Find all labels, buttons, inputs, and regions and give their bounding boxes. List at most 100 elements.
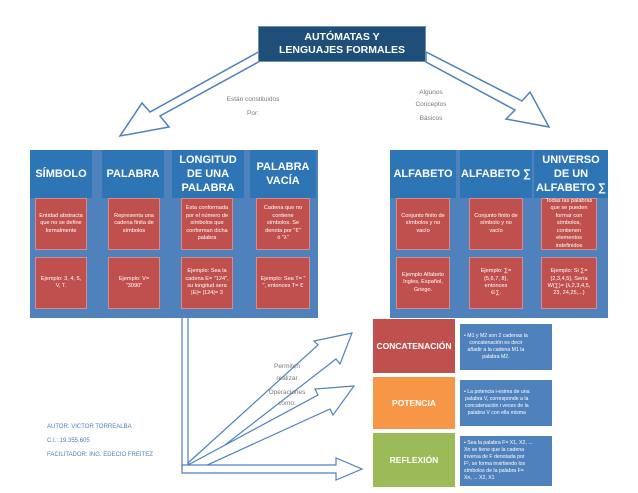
def-line: indefinidos bbox=[555, 242, 583, 249]
example-line: 23, 24,25,...} bbox=[553, 290, 585, 297]
example-line: cadena E= "124", bbox=[185, 275, 229, 282]
example-line: Ejemplo Alfabeto bbox=[402, 271, 444, 278]
def-line: Representa una bbox=[114, 212, 154, 219]
operation-label: CONCATENACIÓN bbox=[376, 341, 452, 351]
example-line: W(∑)= {λ,2,3,4,5, bbox=[547, 283, 591, 289]
note-left: Están constituidos Por: bbox=[223, 95, 283, 119]
note-middle-line: realizar bbox=[276, 375, 298, 382]
note-right-line: Algunos bbox=[419, 89, 443, 96]
def-line: formar con bbox=[555, 212, 583, 219]
def-line: Conjunto finito de bbox=[401, 212, 445, 219]
main-title: AUTÓMATAS Y LENGUAJES FORMALES bbox=[258, 26, 426, 62]
header-line: PALABRA bbox=[256, 161, 310, 173]
note-right-line: Conceptos bbox=[415, 101, 447, 108]
example-line: {2,3,4,5}, Sería bbox=[550, 275, 588, 282]
example-line: {5,6,7, 8}, entonces bbox=[484, 275, 508, 289]
example-line: V, T. bbox=[55, 283, 67, 289]
def-line: palabra bbox=[197, 235, 217, 242]
author-name: AUTOR: VICTOR TORREALBA bbox=[47, 424, 132, 430]
header-line: ALFABETO ∑ bbox=[536, 182, 606, 194]
header-line: SÍMBOLO bbox=[35, 168, 87, 180]
header-line: LONGITUD bbox=[179, 154, 237, 166]
def-line: elementos bbox=[556, 235, 582, 242]
header-alfabeto-sigma: ALFABETO ∑ bbox=[460, 150, 532, 198]
header-alfabeto: ALFABETO bbox=[390, 150, 456, 198]
example-alfabeto: Ejemplo Alfabeto Ingles, Español, Griego… bbox=[396, 257, 450, 309]
op-line: Xn se tiene que la cadena bbox=[464, 447, 524, 453]
example-line: Griego. bbox=[413, 286, 433, 293]
author-id: C.I.: 19.355.605 bbox=[47, 438, 90, 444]
def-line: símbolos, contienen bbox=[556, 220, 582, 234]
title-line-1: AUTÓMATAS Y bbox=[304, 31, 380, 43]
op-line: F¹, se forma invirtiendo los bbox=[464, 461, 526, 467]
def-line: conforman dicha bbox=[186, 227, 228, 234]
def-line: Todas las palabras bbox=[545, 198, 593, 205]
op-line: • M1 y M2 son 2 cadenas la bbox=[464, 333, 528, 339]
note-middle-line: Operaciones bbox=[268, 389, 306, 396]
def-line: símbolos bbox=[122, 227, 146, 234]
definition-alfabeto: Conjunto finito de símbolos y no vacío bbox=[396, 198, 450, 250]
op-line: • Sea la palabra F= X1, X2, ... bbox=[464, 440, 533, 446]
facilitator: FACILITADOR: ING. EDECIO FREITEZ bbox=[47, 452, 153, 458]
example-line: Ejemplo: ∑= bbox=[480, 268, 512, 275]
operation-concatenacion-description: • M1 y M2 son 2 cadenas la concatenación… bbox=[460, 324, 552, 370]
op-line: • La potencia i-esima de una bbox=[464, 389, 530, 395]
example-palabra-vacia: Ejemplo: Sea T= " ", entonces T= ℇ bbox=[256, 257, 310, 309]
definition-longitud: Esta conformada por el número de símbolo… bbox=[181, 198, 233, 250]
op-line: símbolos de la palabra F= bbox=[464, 468, 524, 474]
definition-palabra-vacia: Cadena que no contiene símbolos. Se deno… bbox=[256, 198, 310, 250]
operation-label: POTENCIA bbox=[392, 398, 436, 408]
example-line: Ejemplo: Si ∑= bbox=[550, 268, 588, 275]
header-line: PALABRA bbox=[181, 182, 235, 194]
header-simbolo: SÍMBOLO bbox=[30, 150, 92, 198]
example-line: Ejemplo: 3, 4, 5, bbox=[40, 275, 82, 282]
note-middle: Permiten realizar Operaciones como: bbox=[258, 362, 316, 409]
op-line: añadir a la cadena M1 la bbox=[467, 347, 525, 353]
example-line: Ingles, Español, bbox=[403, 279, 443, 286]
def-line: denota por "ℇ" bbox=[265, 227, 301, 234]
example-longitud: Ejemplo: Sea la cadena E= "124", su long… bbox=[181, 257, 233, 309]
def-line: símbolo y no vacío bbox=[480, 220, 512, 234]
note-left-line: Están constituidos bbox=[226, 96, 280, 103]
definition-universo: Todas las palabras que se pueden formar … bbox=[541, 198, 597, 250]
definition-alfabeto-sigma: Conjunto finito de símbolo y no vacío bbox=[469, 198, 523, 250]
def-line: formalmente bbox=[45, 227, 77, 234]
def-line: ó "λ" bbox=[277, 235, 289, 242]
operation-potencia-description: • La potencia i-esima de una palabra V, … bbox=[460, 380, 552, 426]
header-universo: UNIVERSO DE UN ALFABETO ∑ bbox=[534, 150, 608, 198]
example-line: Ejemplo: V= bbox=[118, 275, 150, 282]
example-alfabeto-sigma: Ejemplo: ∑= {5,6,7, 8}, entonces ∈∑. bbox=[469, 257, 523, 309]
operation-concatenacion: CONCATENACIÓN bbox=[372, 318, 456, 374]
def-line: Entidad abstracta bbox=[39, 212, 83, 219]
def-line: que no se define bbox=[40, 220, 82, 227]
example-simbolo: Ejemplo: 3, 4, 5, V, T. bbox=[35, 257, 87, 309]
op-line: palabra M2. bbox=[482, 354, 510, 360]
header-line: ALFABETO ∑ bbox=[461, 168, 531, 180]
example-line: ", entonces T= ℇ bbox=[262, 283, 304, 289]
def-line: contiene bbox=[272, 212, 294, 219]
header-line: DE UN bbox=[553, 168, 589, 180]
definition-simbolo: Entidad abstracta que no se define forma… bbox=[35, 198, 87, 250]
header-palabra: PALABRA bbox=[102, 150, 164, 198]
def-line: por el número de bbox=[185, 212, 229, 219]
example-line: su longitud sera bbox=[187, 283, 227, 289]
header-line: UNIVERSO bbox=[542, 154, 600, 166]
op-line: concatenación es decir bbox=[469, 340, 523, 346]
example-universo: Ejemplo: Si ∑= {2,3,4,5}, Sería W(∑)= {λ… bbox=[541, 257, 597, 309]
op-line: inversa de F denotada por bbox=[464, 454, 525, 460]
def-line: símbolos y no vacío bbox=[405, 220, 441, 234]
def-line: símbolos. Se bbox=[266, 220, 300, 227]
header-palabra-vacia: PALABRA VACÍA bbox=[250, 150, 316, 198]
note-left-line: Por: bbox=[247, 110, 259, 117]
op-line: Xn, ... X2, X1 bbox=[464, 475, 495, 481]
arrow-to-potencia bbox=[187, 385, 356, 472]
example-line: ∈∑. bbox=[490, 290, 502, 297]
example-line: |E|= |124|= 3 bbox=[191, 290, 223, 297]
operation-potencia: POTENCIA bbox=[372, 376, 456, 430]
header-line: ALFABETO bbox=[393, 168, 453, 180]
arrow-to-right-group bbox=[425, 50, 551, 129]
operation-reflexion-description: • Sea la palabra F= X1, X2, ... Xn se ti… bbox=[460, 436, 552, 486]
arrow-to-left-group bbox=[118, 48, 263, 138]
operation-label: REFLEXIÓN bbox=[389, 455, 439, 465]
